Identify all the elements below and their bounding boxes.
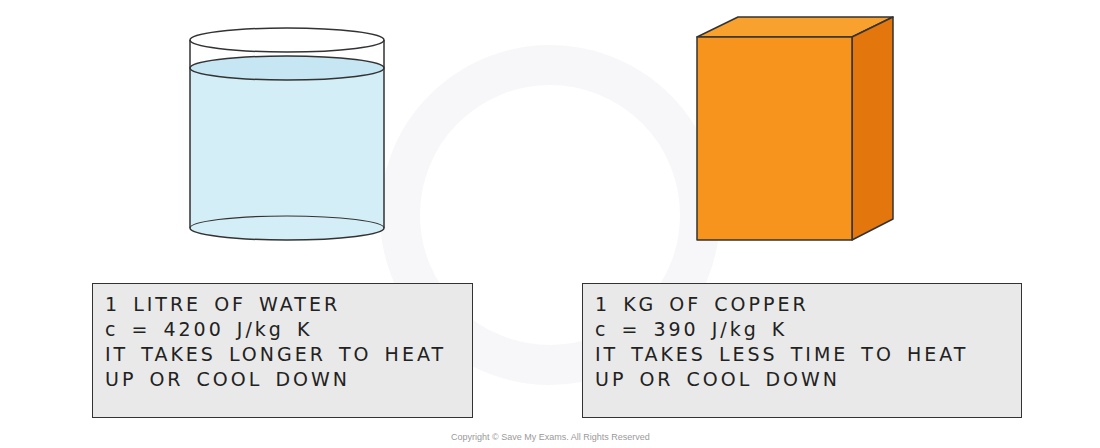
beaker-of-water bbox=[190, 28, 384, 240]
caption-box: 1 KG OF COPPERc = 390 J/kg KIT TAKES LES… bbox=[582, 283, 1022, 418]
copper-block bbox=[697, 17, 893, 240]
material-heading: 1 LITRE OF WATER bbox=[105, 292, 460, 317]
copyright-note: Copyright © Save My Exams. All Rights Re… bbox=[451, 432, 650, 442]
specific-heat-value: c = 4200 J/kg K bbox=[105, 317, 460, 342]
specific-heat-value: c = 390 J/kg K bbox=[595, 317, 1009, 342]
description-text: IT TAKES LONGER TO HEAT UP OR COOL DOWN bbox=[105, 342, 460, 392]
description-text: IT TAKES LESS TIME TO HEAT UP OR COOL DO… bbox=[595, 342, 1009, 392]
caption-box: 1 LITRE OF WATERc = 4200 J/kg KIT TAKES … bbox=[92, 283, 473, 418]
material-heading: 1 KG OF COPPER bbox=[595, 292, 1009, 317]
